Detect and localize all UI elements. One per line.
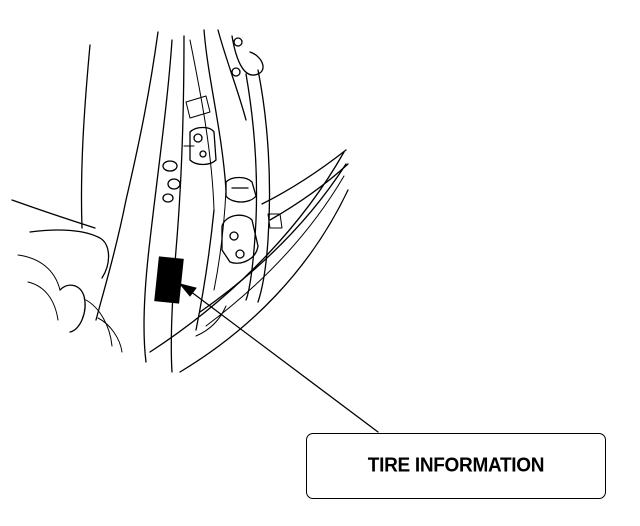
seat-outline bbox=[11, 199, 123, 353]
callout-leader bbox=[178, 283, 379, 433]
door-sill bbox=[149, 149, 349, 373]
callout-label: TIRE INFORMATION bbox=[367, 454, 545, 477]
door-pillar bbox=[80, 29, 227, 373]
door-edge bbox=[213, 29, 283, 303]
tire-info-label-placard bbox=[154, 256, 184, 304]
tire-information-callout: TIRE INFORMATION bbox=[306, 433, 606, 499]
